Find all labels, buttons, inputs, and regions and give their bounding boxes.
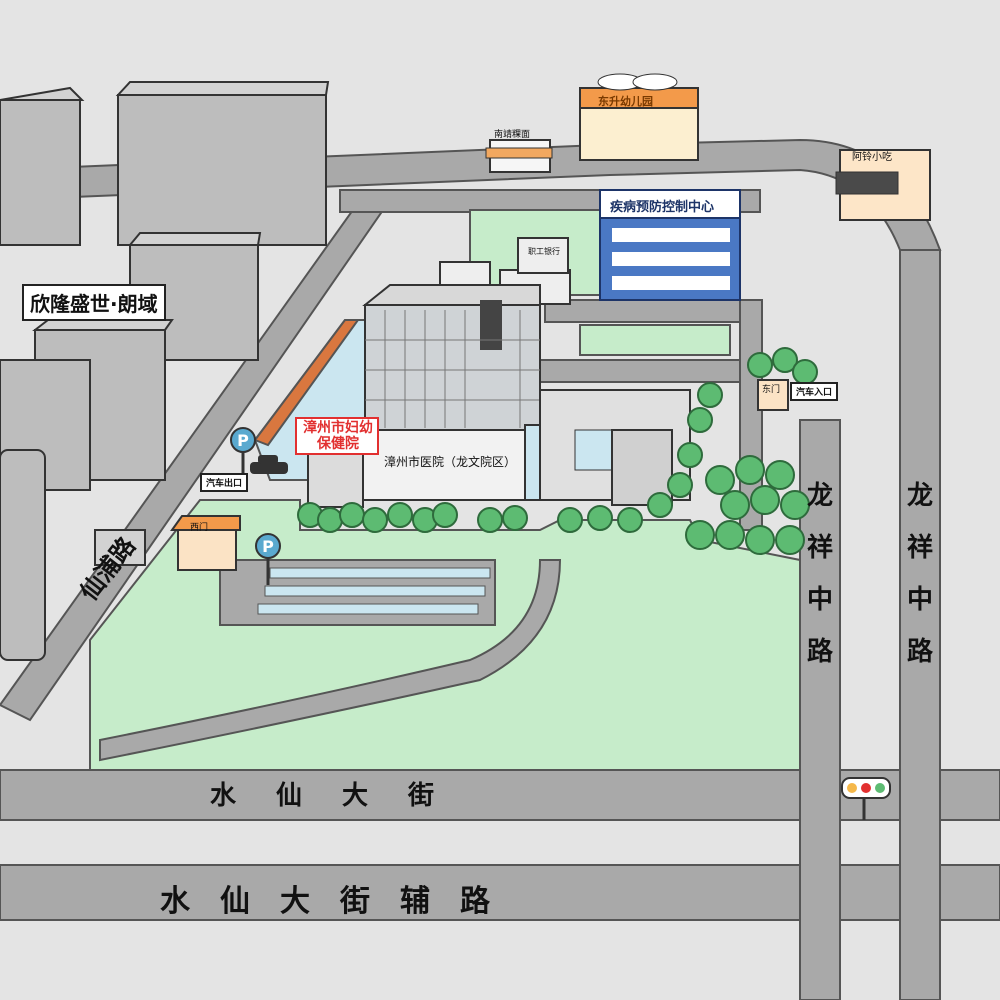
maternity-building: [295, 417, 379, 508]
tree-groups: [297, 347, 818, 555]
longxiang-road-left-label: 龙祥中路: [806, 481, 833, 667]
parking-lot: [219, 559, 496, 626]
bank-label: 职工银行: [528, 247, 560, 256]
maternity-label: 漳州市妇幼保健院: [303, 420, 373, 452]
shuixian-avenue-aux-label: 水仙大街辅路: [160, 884, 520, 919]
parking-icon: P: [230, 427, 256, 480]
east-gate: [757, 379, 789, 411]
longxiang-road-right: [899, 249, 941, 1000]
residential-blocks: [0, 81, 330, 661]
traffic-light-icon: [841, 777, 891, 820]
shop-right: [835, 149, 931, 221]
hospital-low-block: [359, 389, 691, 506]
car-icon: [250, 455, 288, 474]
svg-text:P: P: [237, 431, 249, 450]
west-gate-label: 西门: [190, 523, 209, 533]
east-gate-label: 东门: [762, 385, 781, 395]
hospital-label: 漳州市医院（龙文院区）: [384, 455, 517, 469]
car-entry-sign: 汽车入口: [790, 382, 839, 401]
cdc-building: [599, 189, 741, 301]
shuixian-avenue-label: 水仙大街: [210, 781, 475, 811]
hospital-tower: [362, 284, 541, 431]
car-exit-sign: 汽车出口: [200, 473, 249, 492]
cdc-label: 疾病预防控制中心: [610, 200, 715, 215]
kindergarten-label: 东升幼儿园: [598, 95, 653, 108]
west-gate: [170, 515, 241, 571]
shop-left: [485, 139, 553, 173]
longxiang-road-right-label: 龙祥中路: [906, 481, 933, 667]
parking-icon: P: [255, 533, 281, 585]
kindergarten-building: [579, 73, 699, 161]
shop-right-label: 阿铃小吃: [852, 152, 892, 163]
svg-text:P: P: [262, 537, 274, 556]
residential-label: 欣隆盛世·朗域: [22, 284, 166, 321]
shop-left-label: 南靖粿面: [494, 130, 531, 140]
